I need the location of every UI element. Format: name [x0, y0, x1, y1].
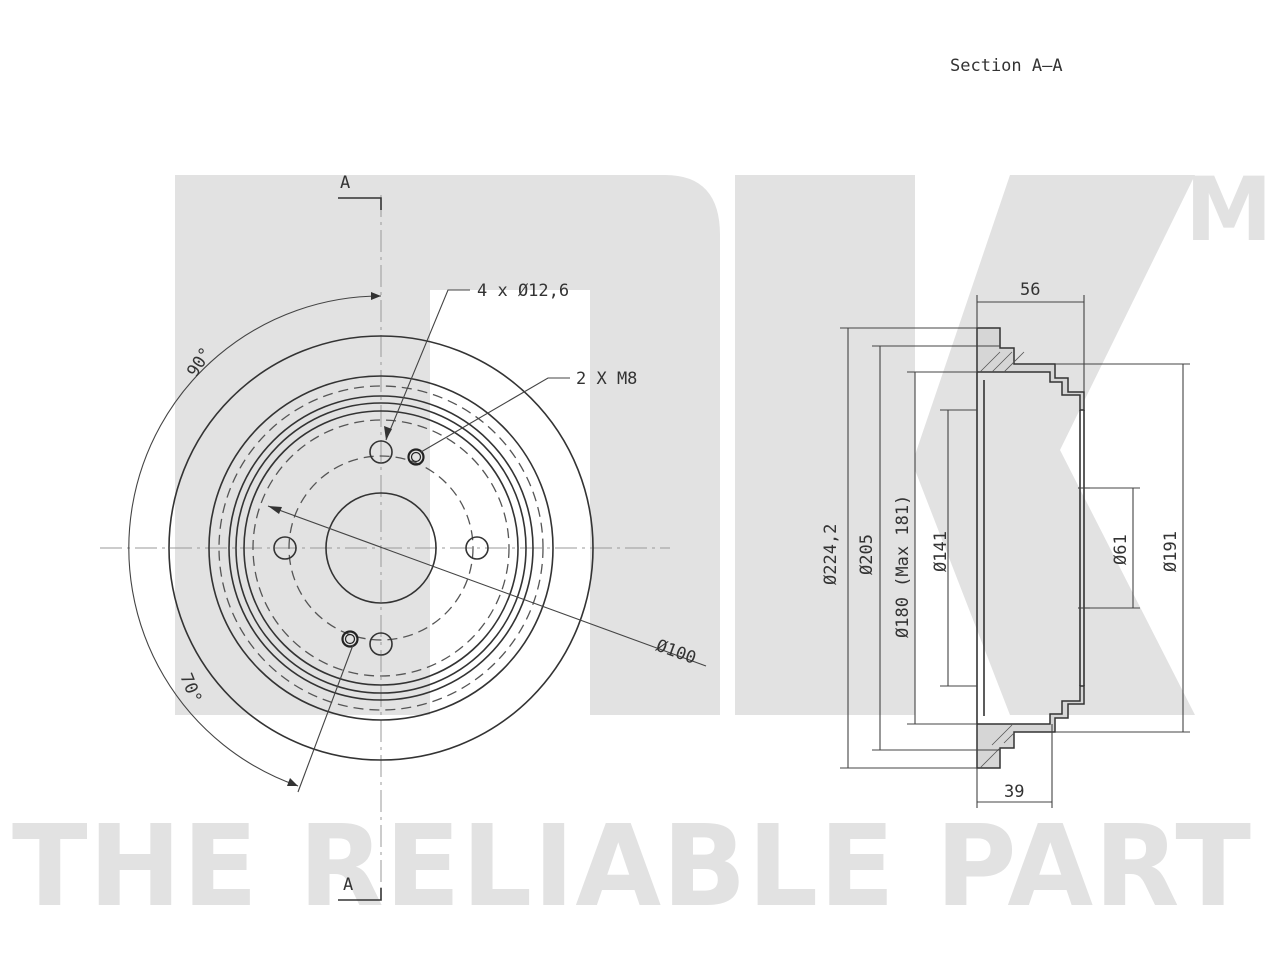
- bolt-hole-right: [465, 536, 489, 560]
- dim-outer-label: Ø224,2: [821, 524, 841, 585]
- bolt-hole-leader: [385, 289, 470, 441]
- bolt-hole-bottom: [369, 632, 393, 656]
- dim-center-bore: Ø61: [1090, 487, 1140, 609]
- watermark-slogan: THE RELIABLE PART: [12, 802, 1252, 932]
- dim-hub: Ø191: [1055, 363, 1190, 733]
- dim-outer: Ø224,2: [821, 327, 977, 769]
- threaded-hole-lower: [341, 630, 359, 648]
- section-marker-bottom: A: [338, 875, 382, 901]
- pcd-hidden-circle: [288, 455, 474, 641]
- dim-width-total-label: 56: [1020, 280, 1040, 300]
- drum-profile-lower: [976, 685, 1085, 769]
- dim-hub-recess-label: Ø141: [931, 531, 951, 572]
- section-title: Section A–A: [950, 56, 1063, 76]
- braking-surface-circle: [228, 395, 534, 701]
- dim-flange-label: Ø205: [857, 534, 877, 575]
- dim-braking-label: Ø180 (Max 181): [893, 495, 913, 638]
- front-view: A A 90° 70°: [100, 173, 707, 901]
- braking-surface-hidden-circle: [218, 385, 544, 711]
- pcd-arrow: [268, 506, 282, 514]
- bolt-hole-leader-arrow: [384, 426, 392, 440]
- dim-hub-recess: Ø141: [931, 409, 977, 687]
- angle-arc: [128, 295, 382, 787]
- flange-circle: [208, 375, 554, 721]
- drum-outer-circle: [168, 335, 594, 761]
- section-marker-top: A: [338, 173, 382, 210]
- threaded-hole-leader-lower: [297, 644, 354, 793]
- dim-flange: Ø205: [857, 345, 1000, 751]
- dim-width-total: 56: [976, 280, 1085, 392]
- angle-arc-arrow-bottom: [287, 778, 298, 786]
- section-view: Ø224,2 Ø205 Ø180 (Max 181) Ø141 Ø61: [821, 280, 1190, 808]
- hub-recess-hidden-circle: [252, 419, 510, 677]
- angle-arc-arrow-top: [371, 292, 381, 300]
- watermark-letter-n: [175, 175, 720, 715]
- dim-center-bore-label: Ø61: [1111, 534, 1131, 565]
- inner-rim-circle-1: [235, 402, 527, 694]
- bolt-hole-top: [369, 440, 393, 464]
- section-marker-top-label: A: [340, 173, 350, 193]
- watermark-trademark: TM: [1125, 158, 1273, 261]
- threaded-holes-label: 2 X M8: [576, 369, 637, 389]
- dim-braking: Ø180 (Max 181): [893, 371, 977, 725]
- dim-width-inner: 39: [976, 724, 1053, 808]
- threaded-hole-leader: [420, 377, 570, 453]
- pcd-dimension-line: [267, 505, 707, 667]
- bolt-holes-label: 4 x Ø12,6: [477, 281, 569, 301]
- threaded-hole-upper: [407, 448, 425, 466]
- inner-rim-circle-2: [243, 410, 519, 686]
- dim-hub-label: Ø191: [1161, 531, 1181, 572]
- center-bore-circle: [325, 492, 437, 604]
- bolt-hole-left: [273, 536, 297, 560]
- section-marker-bottom-label: A: [343, 875, 353, 895]
- section-hatching: [979, 351, 1025, 769]
- dim-width-inner-label: 39: [1004, 782, 1024, 802]
